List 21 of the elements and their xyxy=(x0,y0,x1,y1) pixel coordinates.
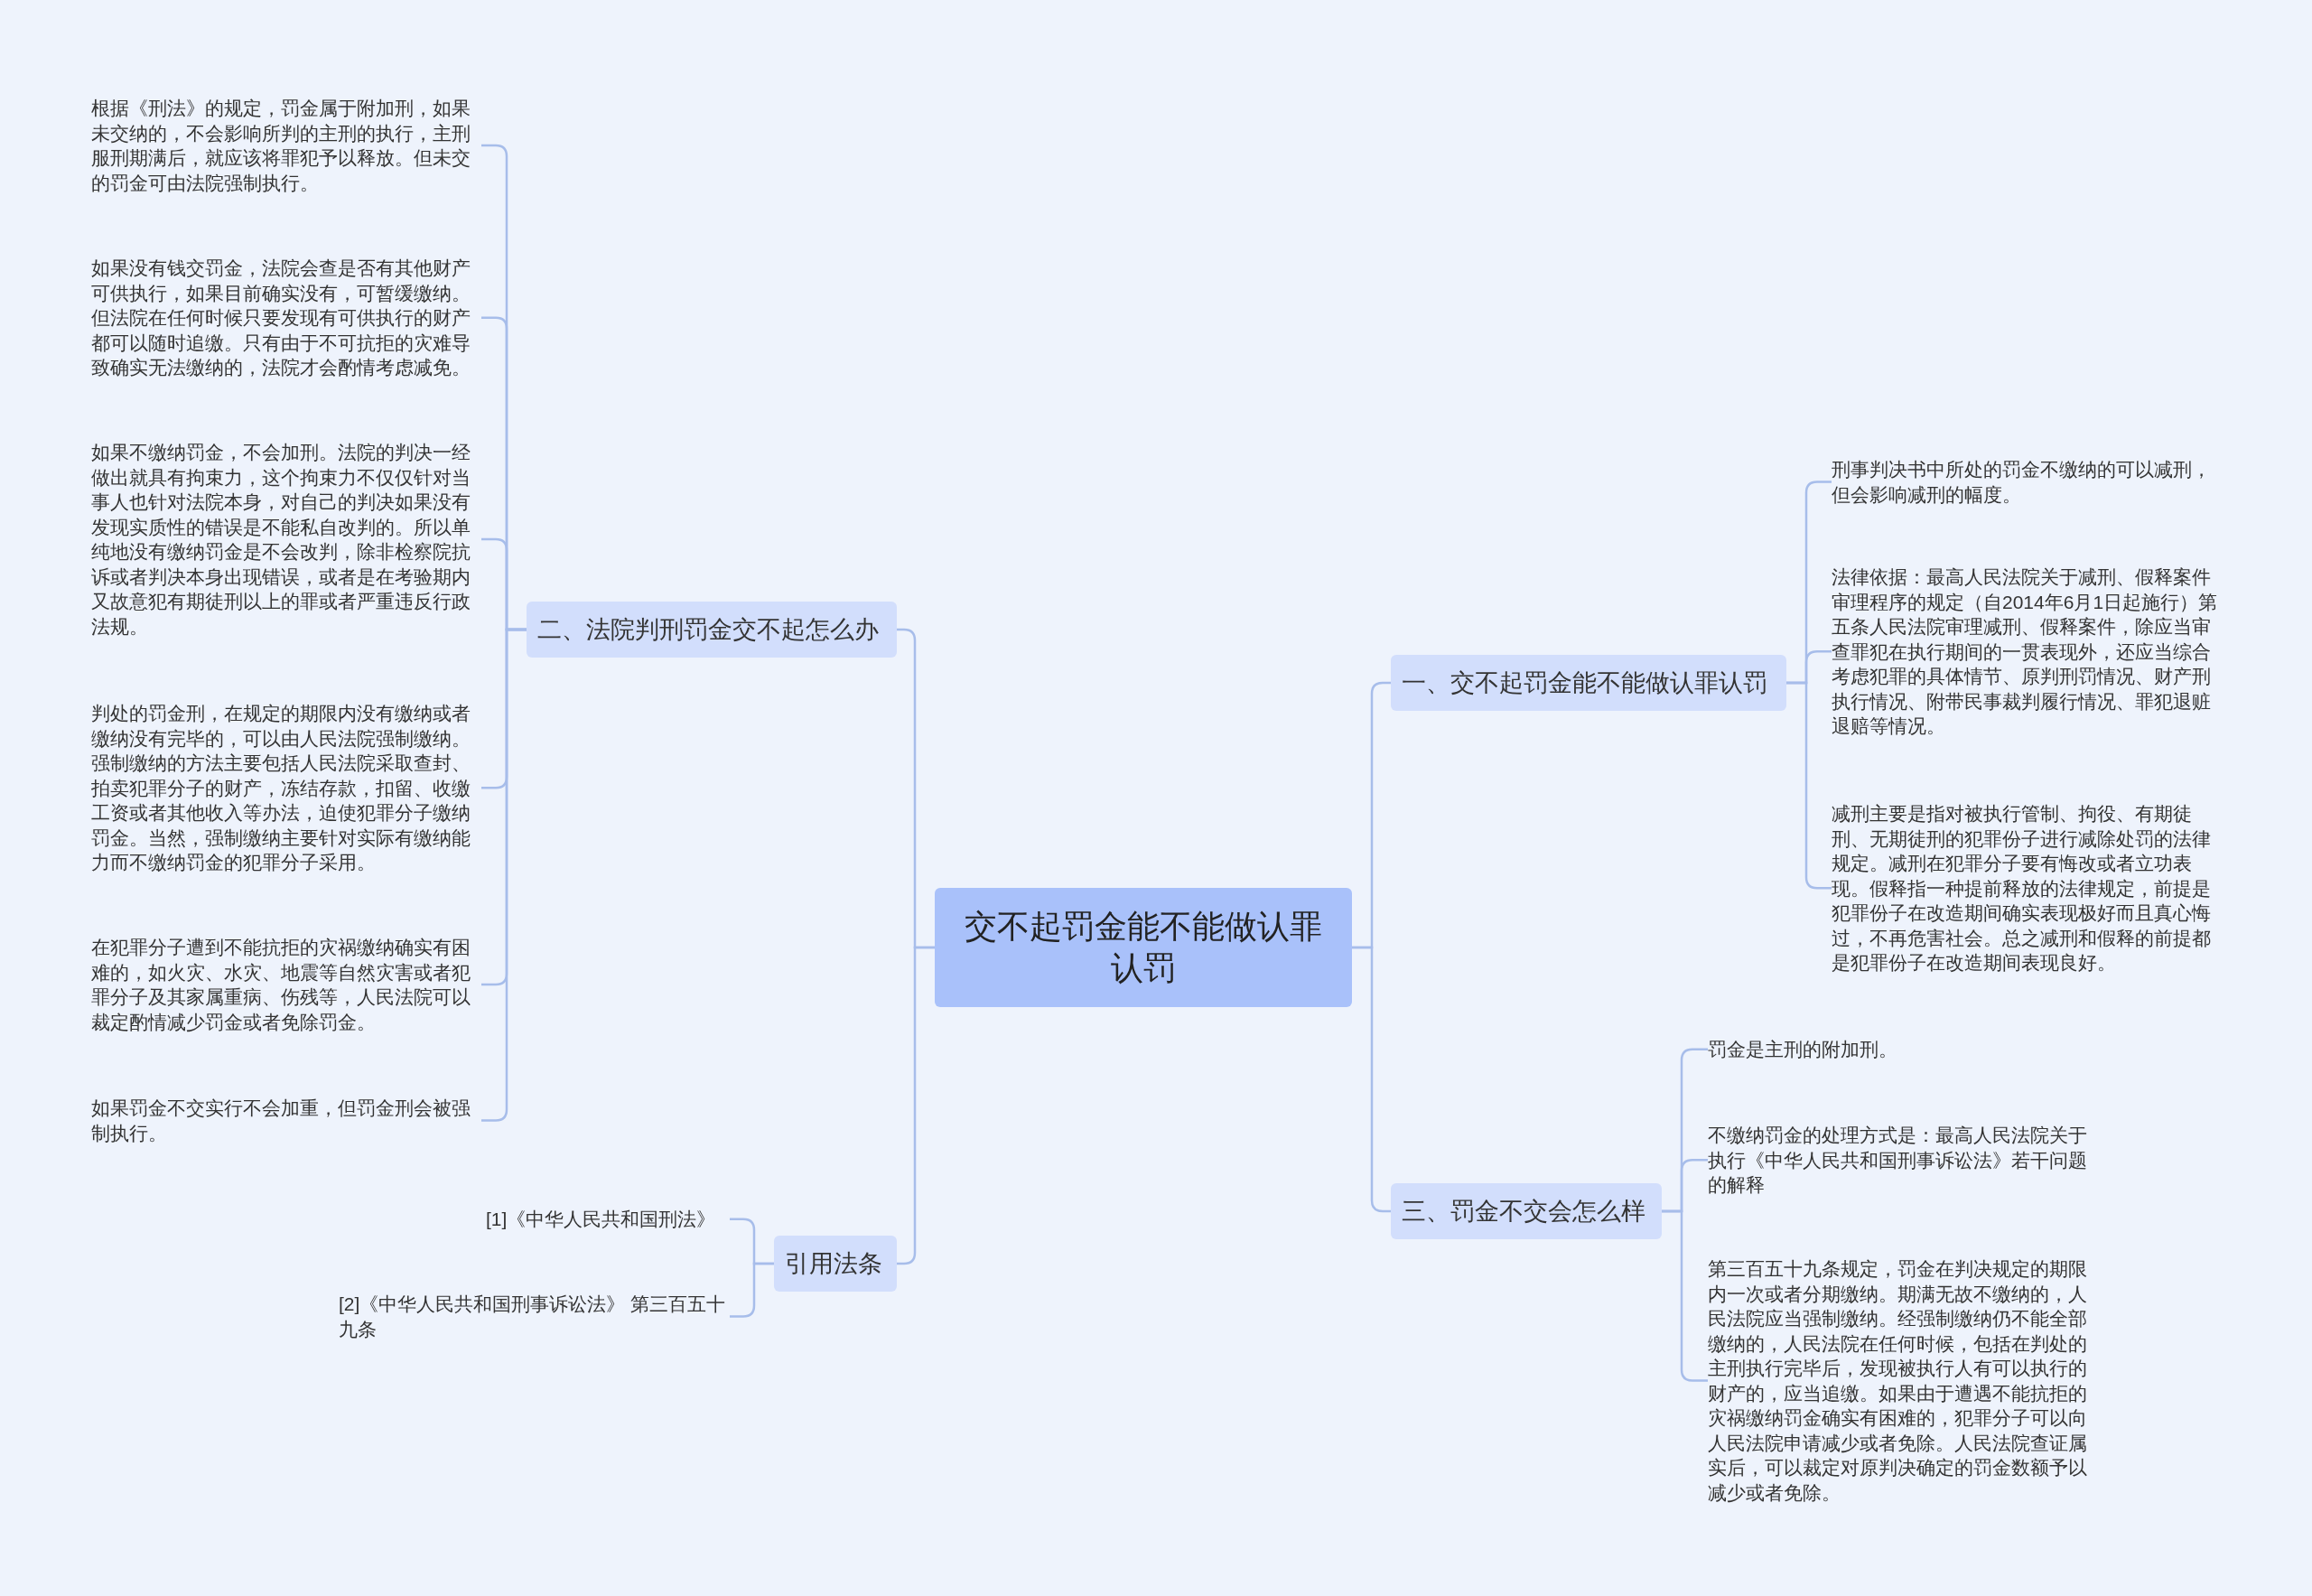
note-text: 如果没有钱交罚金，法院会查是否有其他财产可供执行，如果目前确实没有，可暂缓缴纳。但法院在任何时候只要发现有可供执行的财产都可以随时追缴。只有由于不可抗拒的灾难导致确实无法缴纳的，法院才会酌情考虑减免。 xyxy=(91,256,481,380)
note-text: 根据《刑法》的规定，罚金属于附加刑，如果未交纳的，不会影响所判的主刑的执行，主刑服刑期满后，就应该将罪犯予以释放。但未交的罚金可由法院强制执行。 xyxy=(91,96,481,195)
note-text: 刑事判决书中所处的罚金不缴纳的可以减刑，但会影响减刑的幅度。 xyxy=(1832,457,2222,507)
central-topic: 交不起罚金能不能做认罪认罚 xyxy=(935,888,1352,1007)
connector-line xyxy=(897,946,935,1265)
topic-box: 三、罚金不交会怎么样 xyxy=(1391,1183,1662,1239)
note-text: 判处的罚金刑，在规定的期限内没有缴纳或者缴纳没有完毕的，可以由人民法院强制缴纳。强制缴纳的方法主要包括人民法院采取查封、拍卖犯罪分子的财产，冻结存款，扣留、收缴工资或者其他收入等办法，迫使犯罪分子缴纳罚金。当然，强制缴纳主要针对实际有缴纳能力而不缴纳罚金的犯罪分子采用。 xyxy=(91,701,481,875)
note-text: [1]《中华人民共和国刑法》 xyxy=(486,1207,730,1232)
connector-line xyxy=(1352,946,1391,1213)
topic-box: 引用法条 xyxy=(774,1236,897,1292)
topic-box: 二、法院判刑罚金交不起怎么办 xyxy=(527,602,897,658)
note-text: 不缴纳罚金的处理方式是：最高人民法院关于执行《中华人民共和国刑事诉讼法》若干问题的解释 xyxy=(1708,1123,2098,1198)
note-text: [2]《中华人民共和国刑事诉讼法》 第三百五十九条 xyxy=(339,1292,730,1341)
note-text: 法律依据：最高人民法院关于减刑、假释案件审理程序的规定（自2014年6月1日起施行）第五条人民法院审理减刑、假释案件，除应当审查罪犯在执行期间的一贯表现外，还应当综合考虑犯罪的具体情节、原判刑罚情况、财产刑执行情况、附带民事裁判履行情况、罪犯退赃退赔等情况。 xyxy=(1832,565,2222,739)
note-text: 如果不缴纳罚金，不会加刑。法院的判决一经做出就具有拘束力，这个拘束力不仅仅针对当事人也针对法院本身，对自己的判决如果没有发现实质性的错误是不能私自改判的。所以单纯地没有缴纳罚金是不会改判，除非检察院抗诉或者判决本身出现错误，或者是在考验期内又故意犯有期徒刑以上的罪或者严重违反行政法规。 xyxy=(91,440,481,639)
note-text: 在犯罪分子遭到不能抗拒的灾祸缴纳确实有困难的，如火灾、水灾、地震等自然灾害或者犯罪分子及其家属重病、伤残等，人民法院可以裁定酌情减少罚金或者免除罚金。 xyxy=(91,935,481,1034)
note-text: 如果罚金不交实行不会加重，但罚金刑会被强制执行。 xyxy=(91,1096,481,1145)
note-text: 第三百五十九条规定，罚金在判决规定的期限内一次或者分期缴纳。期满无故不缴纳的，人民法院应当强制缴纳。经强制缴纳仍不能全部缴纳的，人民法院在任何时候，包括在判处的主刑执行完毕后，发现被执行人有可以执行的财产的，应当追缴。如果由于遭遇不能抗拒的灾祸缴纳罚金确实有困难的，犯罪分子可以向人民法院申请减少或者免除。人民法院查证属实后，可以裁定对原判决确定的罚金数额予以减少或者免除。 xyxy=(1708,1256,2098,1505)
note-text: 减刑主要是指对被执行管制、拘役、有期徒刑、无期徒刑的犯罪份子进行减除处罚的法律规定。减刑在犯罪分子要有悔改或者立功表现。假释指一种提前释放的法律规定，前提是犯罪份子在改造期间确实表现极好而且真心悔过，不再危害社会。总之减刑和假释的前提都是犯罪份子在改造期间表现良好。 xyxy=(1832,801,2222,975)
note-text: 罚金是主刑的附加刑。 xyxy=(1708,1037,2098,1062)
topic-box: 一、交不起罚金能不能做认罪认罚 xyxy=(1391,655,1786,711)
